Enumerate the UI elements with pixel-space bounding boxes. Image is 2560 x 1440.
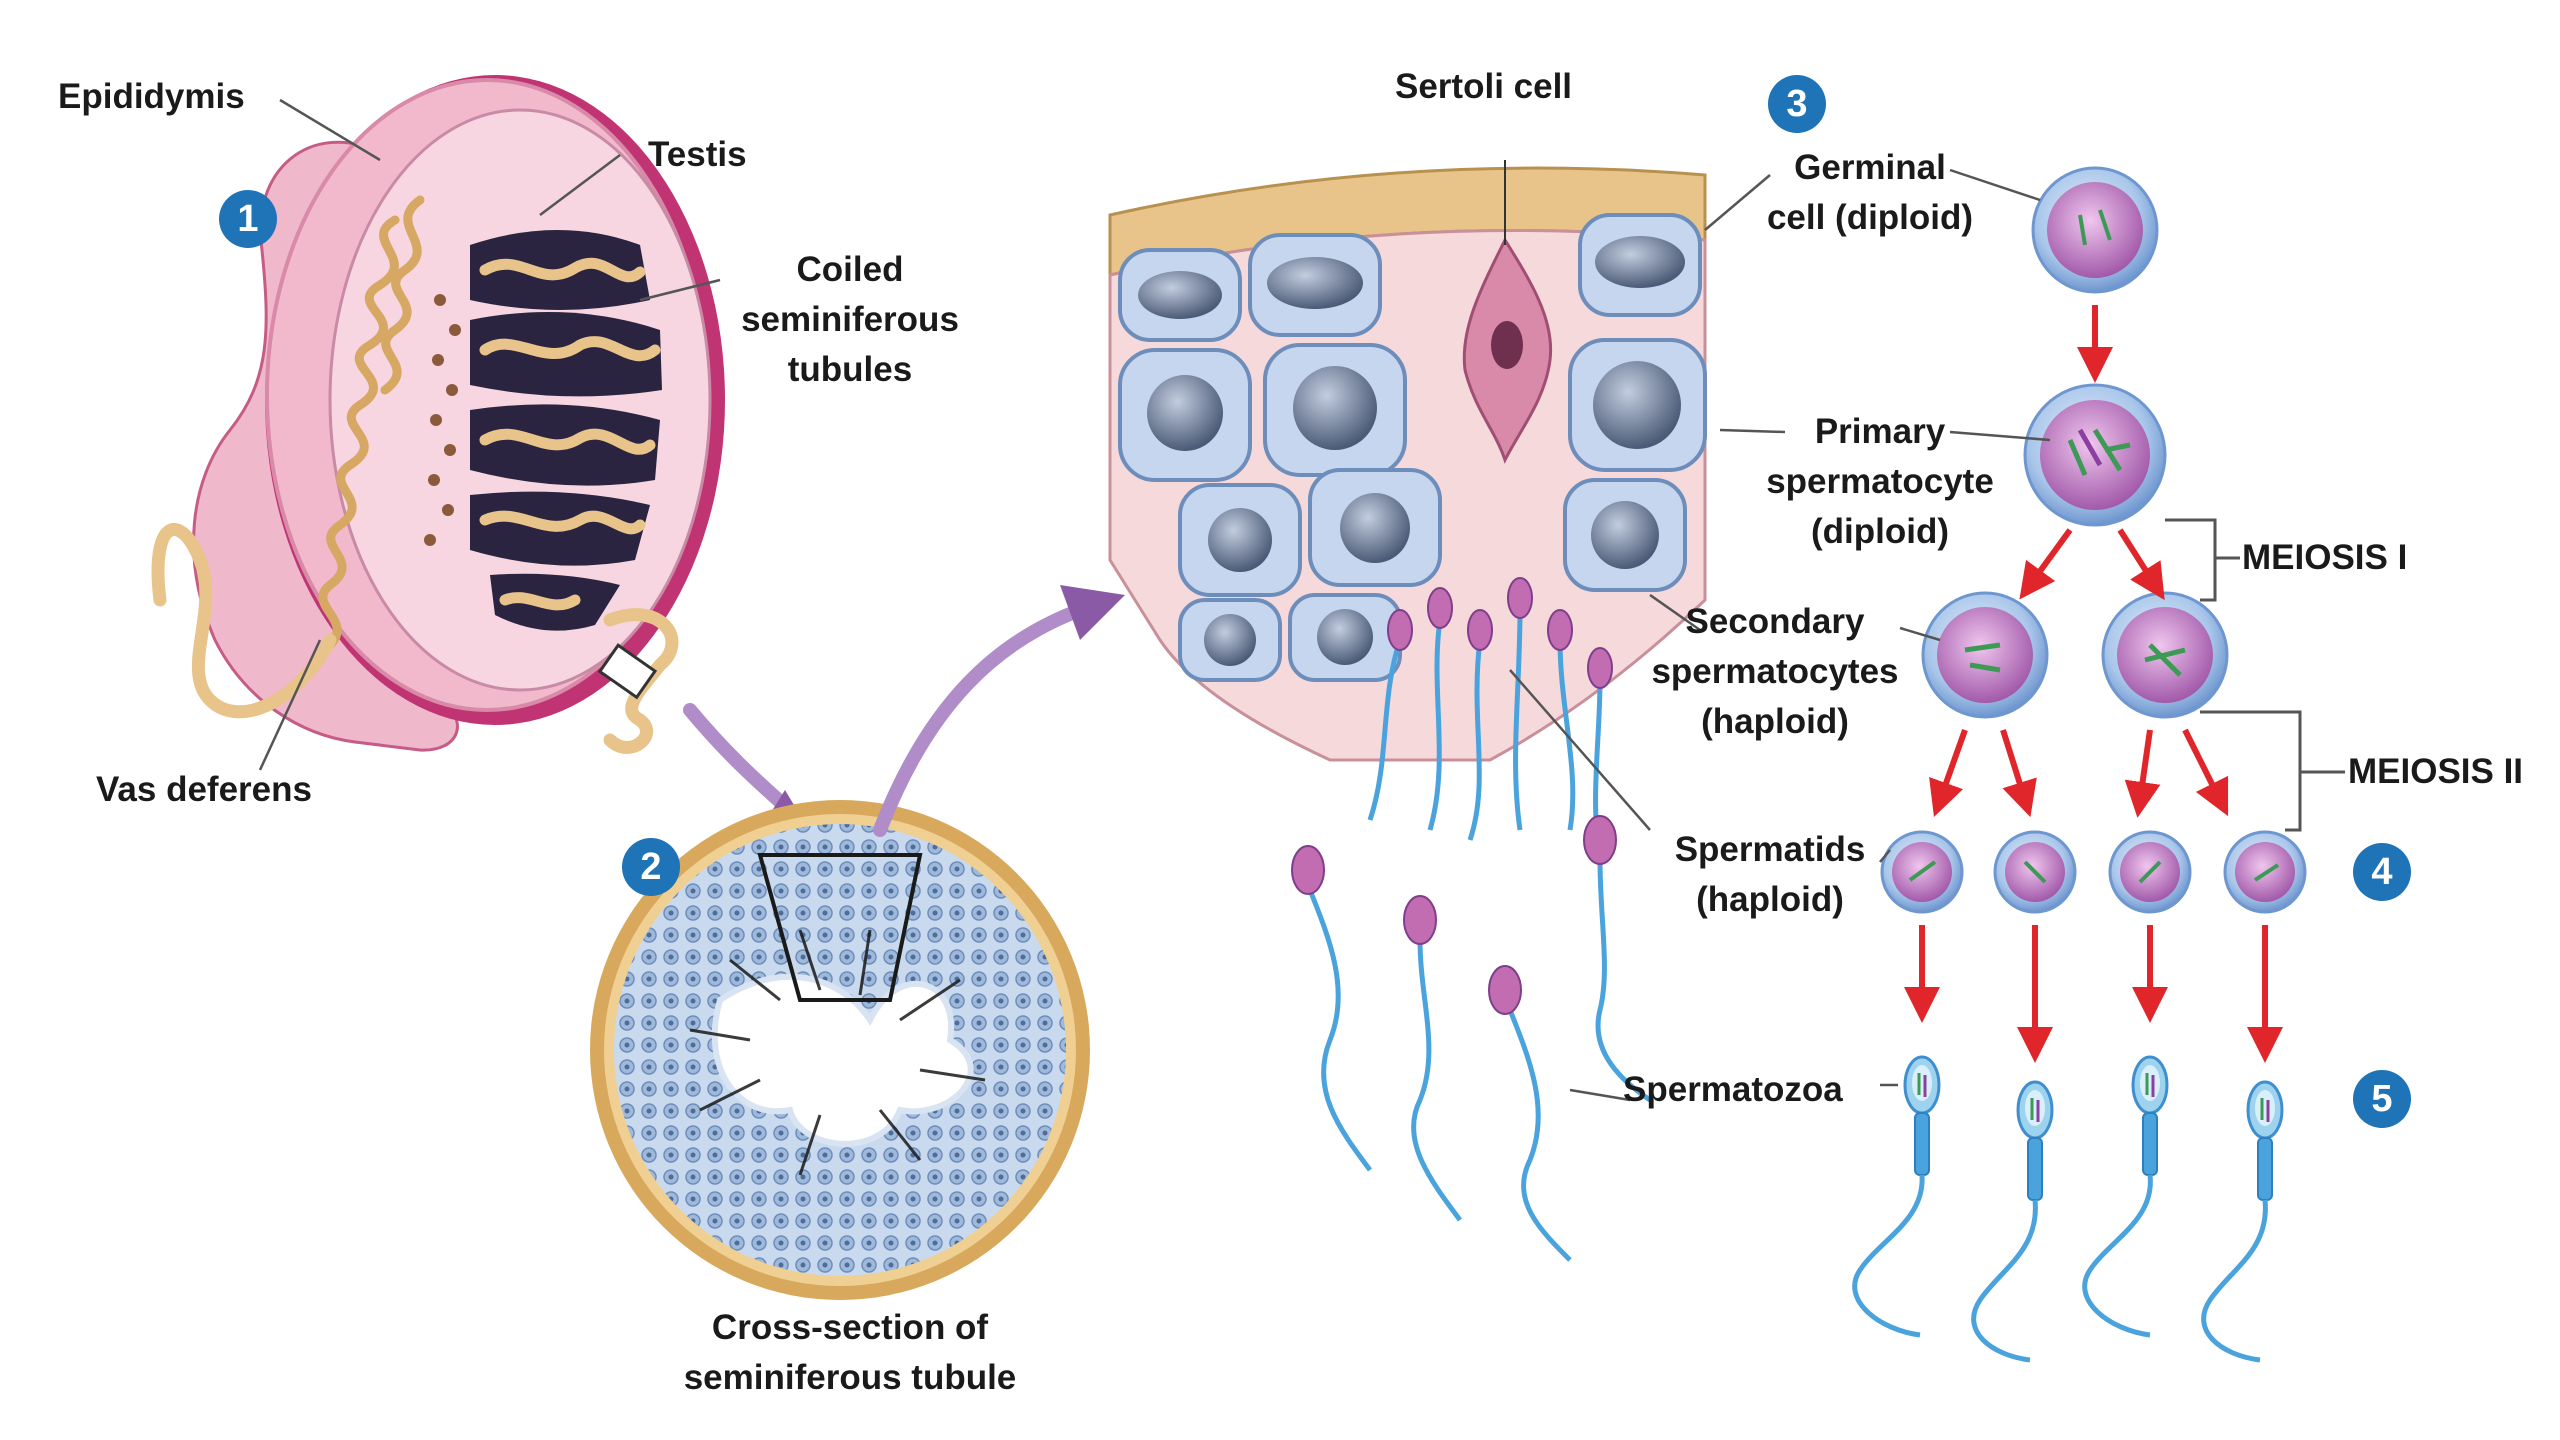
label-line: Coiled	[796, 250, 904, 289]
label-secondary-spermatocytes: Secondary spermatocytes (haploid)	[1620, 597, 1930, 747]
label-line: tubules	[787, 350, 913, 389]
label-coiled-tubules: Coiled seminiferous tubules	[720, 245, 980, 395]
label-line: (haploid)	[1701, 702, 1849, 741]
testis-illustration	[151, 75, 815, 840]
label-testis: Testis	[648, 135, 747, 174]
step-badge-4: 4	[2353, 843, 2411, 901]
leader-lines	[258, 98, 2051, 1102]
label-line: spermatocyte	[1766, 462, 1994, 501]
label-cross-section: Cross-section of seminiferous tubule	[640, 1303, 1060, 1403]
epididymis-coils	[318, 195, 425, 650]
label-spermatids: Spermatids (haploid)	[1655, 825, 1885, 925]
label-meiosis-2: MEIOSIS II	[2348, 752, 2524, 791]
tubule-coils	[479, 257, 661, 611]
tubule-wall-section	[1108, 160, 1707, 1262]
label-line: seminiferous tubule	[683, 1358, 1017, 1397]
step-badge-3: 3	[1768, 75, 1826, 133]
meiosis-flow	[1852, 166, 2345, 1363]
label-meiosis-1: MEIOSIS I	[2242, 538, 2408, 577]
label-line: Secondary	[1685, 602, 1865, 641]
step-badge-2: 2	[622, 838, 680, 896]
rete-dots	[424, 294, 461, 546]
label-sertoli-cell: Sertoli cell	[1395, 67, 1573, 106]
label-line: cell (diploid)	[1766, 198, 1974, 237]
spermatogonia-cells	[1118, 213, 1707, 682]
vas-deferens-tube	[151, 523, 337, 719]
step-badge-1: 1	[219, 190, 277, 248]
label-line: Cross-section of	[711, 1308, 989, 1347]
cross-section-illustration	[590, 585, 1125, 1300]
label-line: seminiferous	[741, 300, 959, 339]
label-primary-spermatocyte: Primary spermatocyte (diploid)	[1735, 407, 2025, 557]
label-line: (diploid)	[1810, 512, 1949, 551]
label-germinal-cell: Germinal cell (diploid)	[1740, 143, 2000, 243]
label-line: Germinal	[1794, 148, 1946, 187]
label-line: spermatocytes	[1651, 652, 1899, 691]
label-line: Spermatids	[1674, 830, 1866, 869]
step-badge-5: 5	[2353, 1070, 2411, 1128]
label-spermatozoa: Spermatozoa	[1623, 1070, 1843, 1109]
label-epididymis: Epididymis	[58, 77, 245, 116]
label-line: Primary	[1814, 412, 1946, 451]
label-line: (haploid)	[1696, 880, 1844, 919]
sertoli-cell-body	[1462, 160, 1553, 464]
free-sperm	[1307, 859, 1652, 1262]
label-vas-deferens: Vas deferens	[96, 770, 312, 809]
